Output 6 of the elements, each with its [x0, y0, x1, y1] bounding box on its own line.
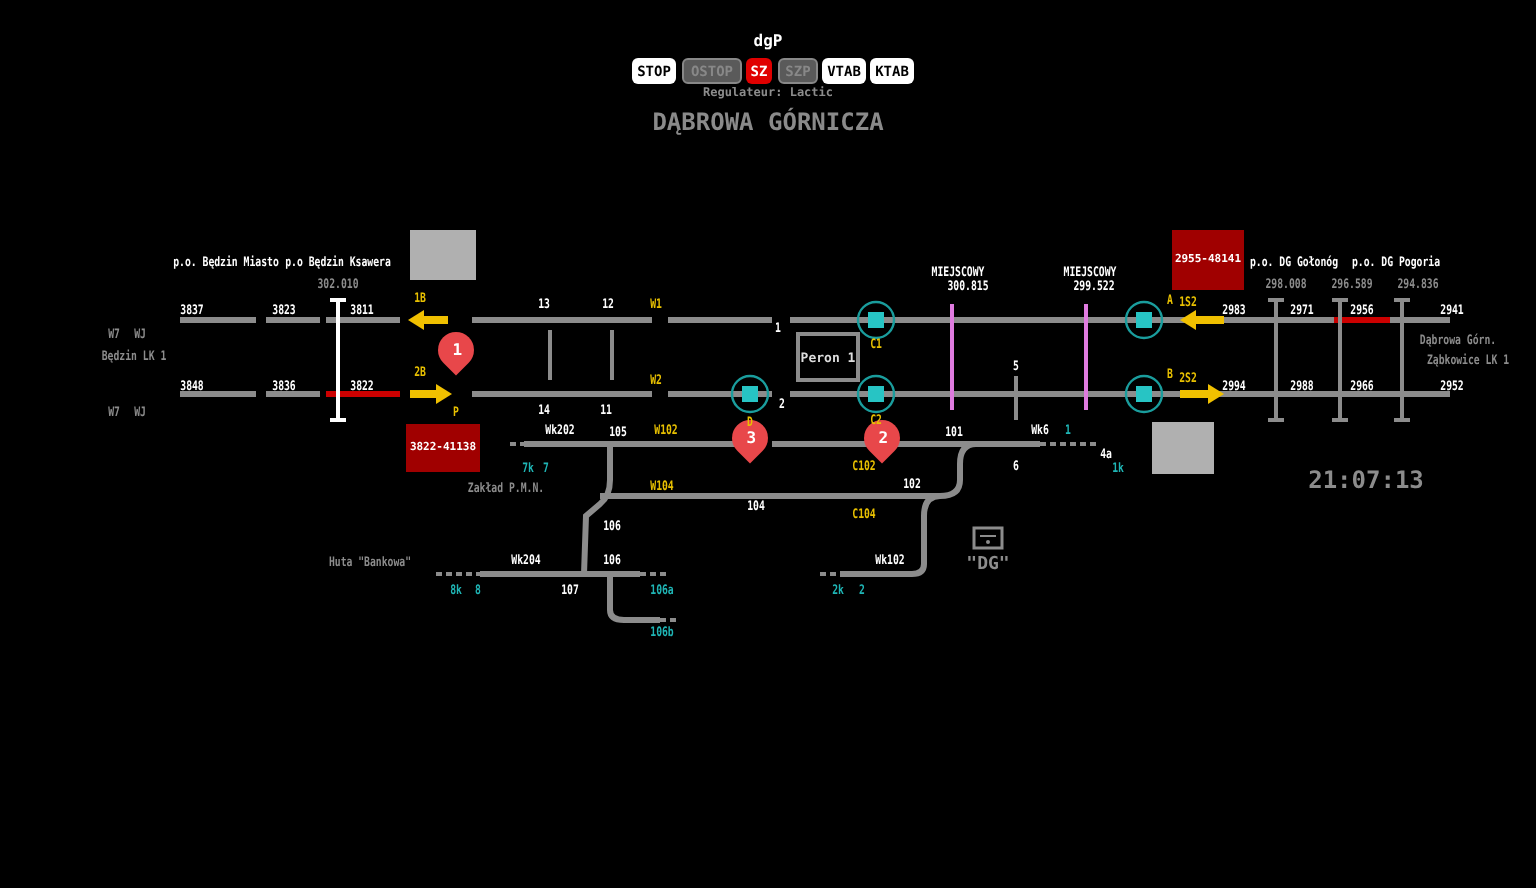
- blank-panel: [410, 230, 476, 280]
- code-text: dgP: [753, 34, 783, 50]
- blank-panel: [1152, 422, 1214, 474]
- station-title: DĄBROWA GÓRNICZA: [652, 108, 884, 136]
- siding-name: "DG": [966, 557, 1010, 575]
- clock-text: 21:07:13: [1308, 468, 1424, 492]
